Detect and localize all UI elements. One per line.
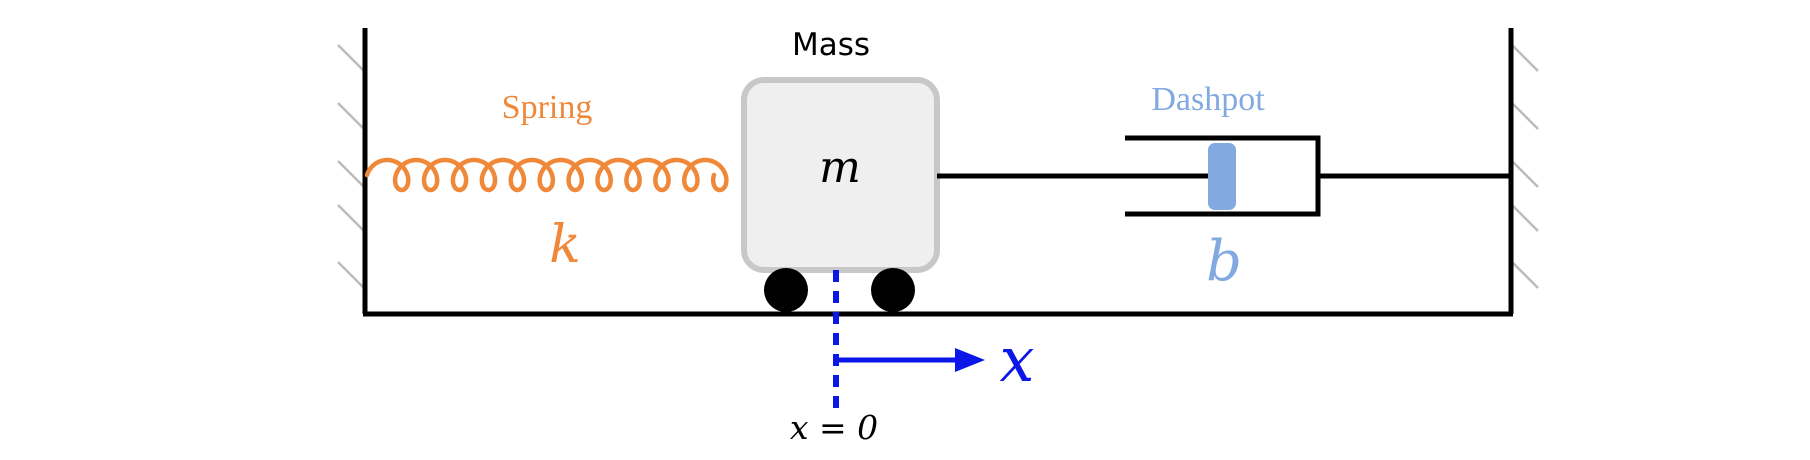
right-wall-hatching — [1511, 44, 1539, 289]
spring-constant-symbol: k — [549, 215, 581, 275]
position-arrow-head — [955, 348, 985, 372]
origin-label: x = 0 — [790, 408, 878, 447]
mass-symbol: m — [819, 142, 861, 193]
mass-title: Mass — [792, 27, 870, 63]
spring-title: Spring — [502, 89, 593, 126]
spring-coil — [364, 157, 729, 193]
left-wheel — [764, 268, 808, 312]
dashpot-piston — [1208, 143, 1236, 210]
left-wall-hatching — [337, 44, 365, 289]
dashpot-title: Dashpot — [1151, 81, 1265, 118]
right-wheel — [871, 268, 915, 312]
position-symbol: x — [1000, 323, 1035, 396]
damping-coefficient-symbol: b — [1206, 229, 1242, 294]
